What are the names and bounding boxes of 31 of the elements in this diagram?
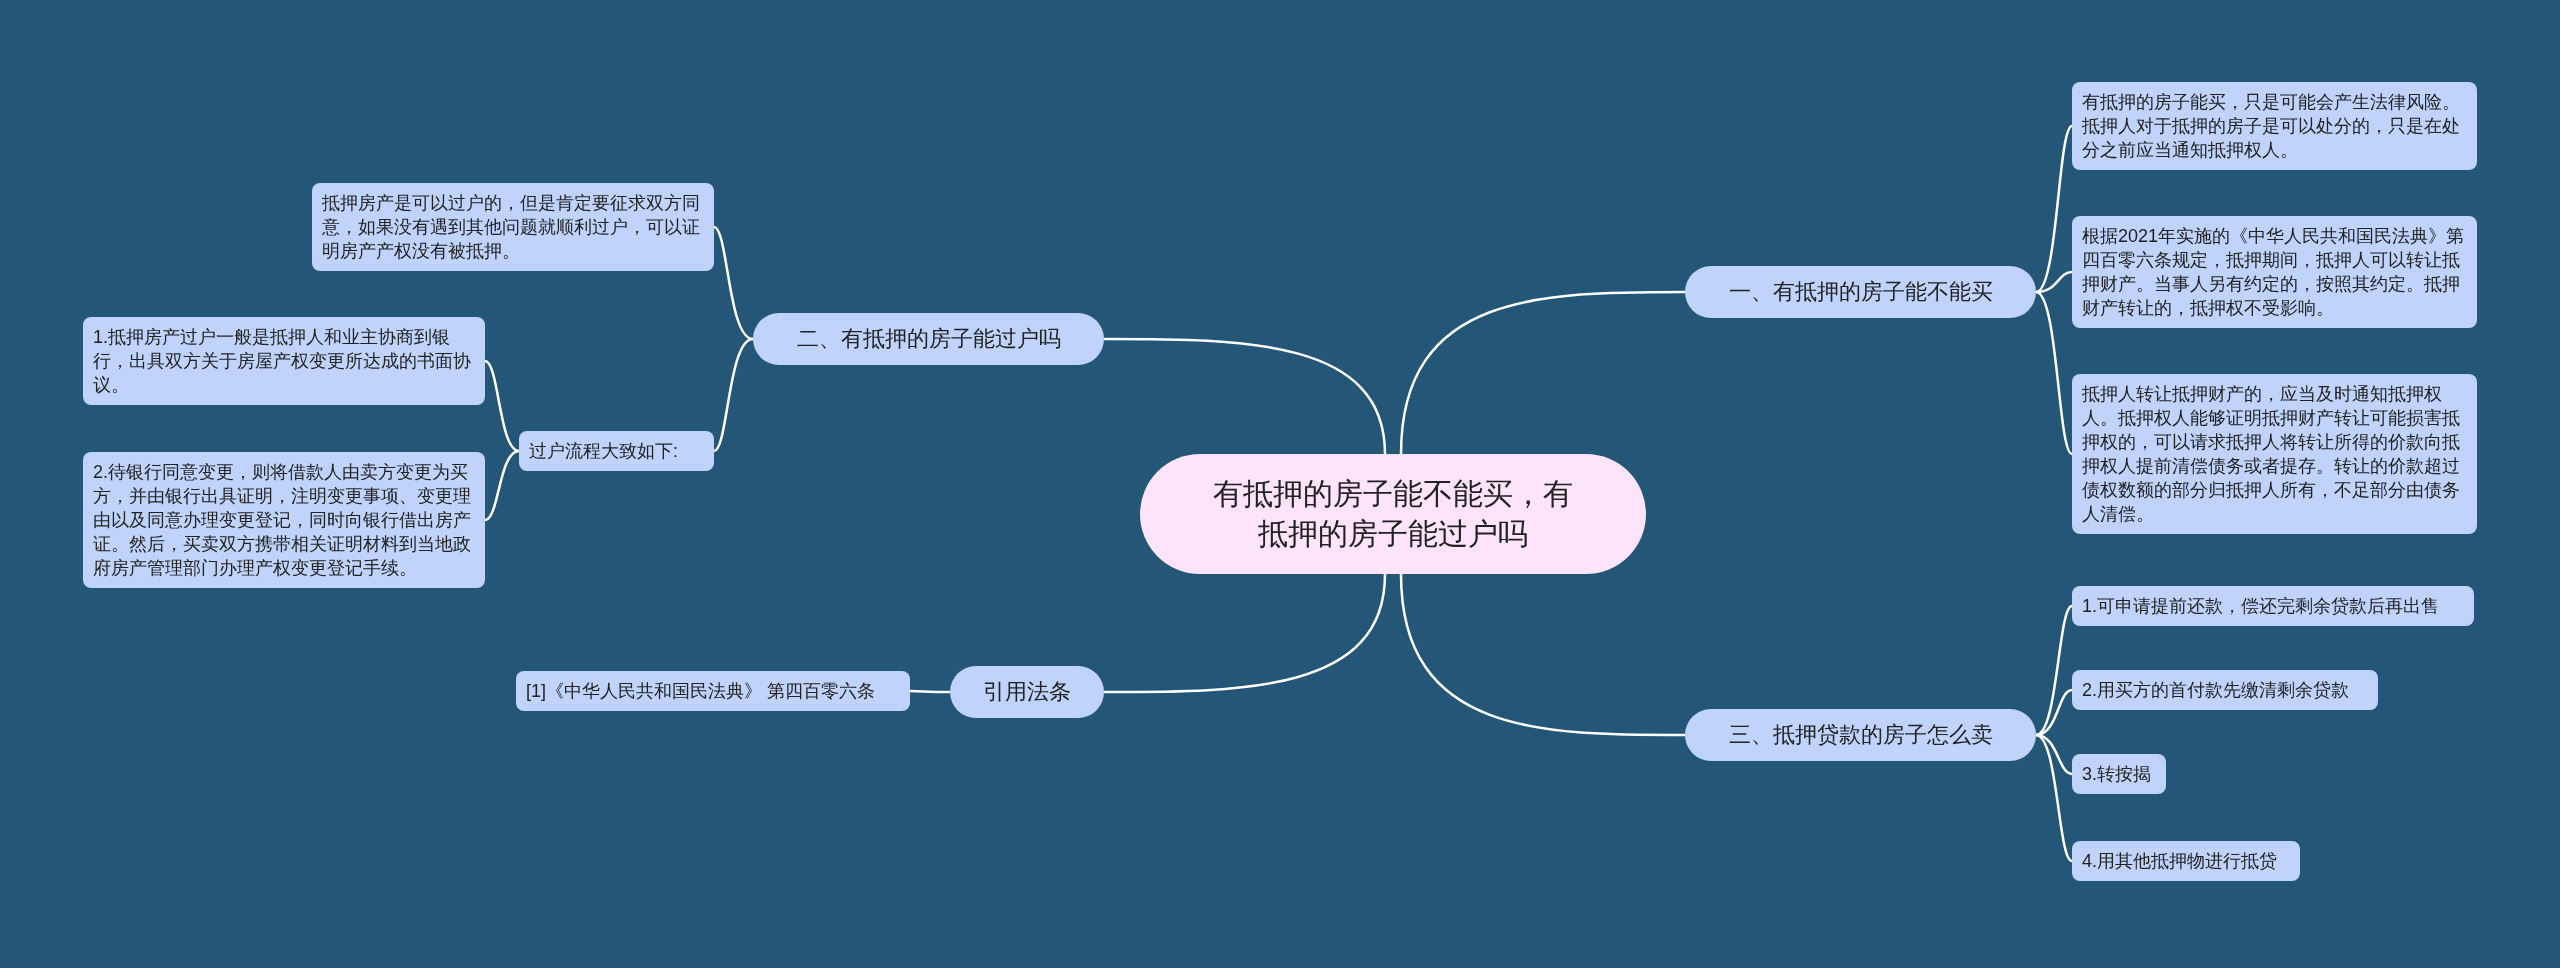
connector-line bbox=[713, 225, 754, 341]
detail-box: 根据2021年实施的《中华人民共和国民法典》第四百零六条规定，抵押期间，抵押人可以转让抵押财产。当事人另有约定的，按照其约定。抵押财产转让的，抵押权不受影响。 bbox=[2072, 216, 2477, 328]
connector-line bbox=[484, 449, 520, 522]
detail-box: 3.转按揭 bbox=[2072, 754, 2166, 794]
connector-line bbox=[2035, 125, 2073, 294]
connector-line bbox=[2035, 290, 2073, 455]
detail-box: 4.用其他抵押物进行抵贷 bbox=[2072, 841, 2300, 881]
detail-box: 过户流程大致如下: bbox=[519, 431, 714, 471]
detail-box: 1.可申请提前还款，偿还完剩余贷款后再出售 bbox=[2072, 586, 2474, 626]
connector-line bbox=[2035, 733, 2073, 862]
branch-topic: 一、有抵押的房子能不能买 bbox=[1685, 266, 2036, 318]
branch-topic: 三、抵押贷款的房子怎么卖 bbox=[1685, 709, 2036, 761]
detail-box: 抵押房产是可以过户的，但是肯定要征求双方同意，如果没有遇到其他问题就顺利过户，可以证明房产产权没有被抵押。 bbox=[312, 183, 714, 271]
detail-box: [1]《中华人民共和国民法典》 第四百零六条 bbox=[516, 671, 910, 711]
connector-line bbox=[1104, 573, 1387, 694]
connector-line bbox=[2035, 605, 2073, 737]
connector-line bbox=[713, 337, 754, 453]
detail-box: 1.抵押房产过户一般是抵押人和业主协商到银行，出具双方关于房屋产权变更所达成的书面协议。 bbox=[83, 317, 485, 405]
detail-box: 抵押人转让抵押财产的，应当及时通知抵押权人。抵押权人能够证明抵押财产转让可能损害抵押权的，可以请求抵押人将转让所得的价款向抵押权人提前清偿债务或者提存。转让的价款超过债权数额的部分归抵押人所有，不足部分由债务人清偿。 bbox=[2072, 374, 2477, 534]
connector-line bbox=[1104, 337, 1387, 455]
detail-box: 2.待银行同意变更，则将借款人由卖方变更为买方，并由银行出具证明，注明变更事项、变更理由以及同意办理变更登记，同时向银行借出房产证。然后，买卖双方携带相关证明材料到当地政府房产管理部门办理产权变更登记手续。 bbox=[83, 452, 485, 588]
branch-topic: 二、有抵押的房子能过户吗 bbox=[753, 313, 1104, 365]
detail-box: 有抵押的房子能买，只是可能会产生法律风险。抵押人对于抵押的房子是可以处分的，只是在处分之前应当通知抵押权人。 bbox=[2072, 82, 2477, 170]
connector-line bbox=[2035, 688, 2073, 737]
connector-line bbox=[484, 359, 520, 453]
central-topic: 有抵押的房子能不能买，有抵押的房子能过户吗 bbox=[1140, 454, 1646, 574]
branch-topic: 引用法条 bbox=[950, 666, 1104, 718]
connector-line bbox=[1399, 573, 1685, 737]
connector-line bbox=[1399, 290, 1685, 455]
detail-box: 2.用买方的首付款先缴清剩余贷款 bbox=[2072, 670, 2378, 710]
connector-line bbox=[910, 689, 950, 694]
